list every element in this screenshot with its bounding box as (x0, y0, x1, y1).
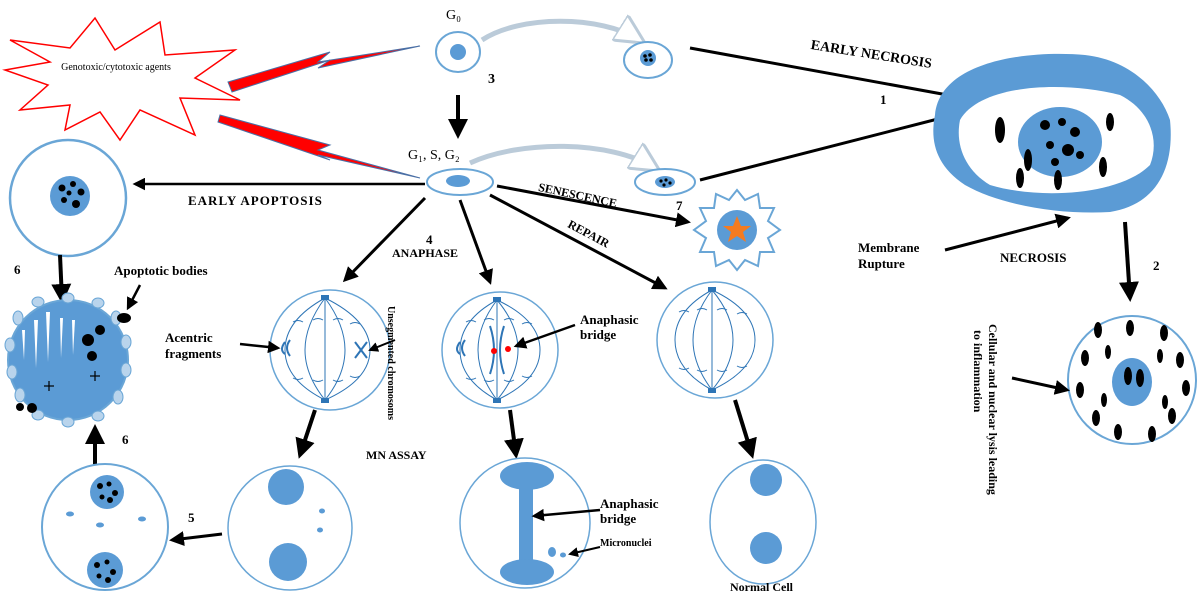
arrow-down-3 (733, 399, 757, 459)
mitotic-cell-normal (656, 281, 774, 399)
genotoxic-agents-label: Genotoxic/cytotoxic agents (61, 62, 171, 73)
arrow-unsegmented (368, 339, 396, 352)
arrow-to-mitotic-1 (342, 196, 427, 283)
arrow-apoptosis-down (51, 254, 72, 304)
number-4: 4 (426, 232, 433, 247)
necrotic-cell (933, 53, 1171, 213)
lysis-label-2: to inflammation (971, 330, 985, 413)
arrow-senescence (496, 184, 691, 228)
g1-damaged-nucleus (655, 176, 675, 188)
anaphasic-bridge-top-2: bridge (580, 327, 617, 342)
senescent-cell (692, 188, 782, 272)
number-1: 1 (880, 92, 887, 107)
arrow-to-mitotic-2 (458, 199, 493, 285)
arrow-g1-to-necrosis (699, 107, 968, 182)
membrane-label-2: Rupture (858, 256, 905, 271)
early-apoptosis-cell (8, 138, 128, 258)
number-6-bottom: 6 (122, 432, 129, 447)
arrow-acentric (239, 340, 281, 354)
arrow-necrosis-down (1118, 221, 1139, 302)
arrow-micronuclei (568, 546, 601, 558)
normal-binucleated-cell (709, 459, 817, 585)
g0-damaged-chromatin (643, 53, 653, 62)
apoptotic-bodies (16, 313, 131, 413)
lysed-cell (1067, 315, 1197, 445)
arrow-apoptotic-bodies (126, 284, 142, 311)
arrow-membrane-rupture (944, 213, 1071, 252)
early-apoptosis-label: EARLY APOPTOSIS (188, 193, 323, 208)
mn-assay-label: MN ASSAY (366, 448, 427, 462)
number-7: 7 (676, 198, 683, 213)
unsegmented-label: Unsegmented chromosoms (385, 306, 396, 420)
mitotic-cell-bridge (441, 291, 559, 409)
number-6-top: 6 (14, 262, 21, 277)
apoptotic-bodies-label: Apoptotic bodies (114, 263, 208, 278)
membrane-label-1: Membrane (858, 240, 920, 255)
arrow-down-1 (295, 409, 317, 459)
arrow-anaphasic-bridge-bottom (531, 508, 601, 522)
apoptotic-cell (4, 292, 132, 428)
genotoxic-agents-burst (2, 16, 241, 142)
arrow-lysis (1011, 376, 1070, 395)
bolt-upper (227, 45, 421, 93)
binucleated-mn-cell (227, 465, 353, 591)
arrow-repair (489, 193, 668, 290)
g0-damaged-nucleus (640, 50, 656, 66)
bolt-lower (217, 114, 421, 179)
anaphasic-bridge-bottom-1: Anaphasic (600, 496, 659, 511)
binucleate-apoptotic-cell (41, 463, 169, 591)
g1-nucleus (446, 175, 470, 187)
anaphasic-bridge-bottom-2: bridge (600, 511, 637, 526)
g1-s-g2-label: G₁, S, G₂ (408, 148, 460, 163)
g0-cycle-arrow (480, 21, 640, 40)
lysis-label-1: Cellular and nuclear lysis leading (986, 324, 1000, 495)
g1-cycle-arrow (468, 146, 655, 168)
arrow-5 (169, 531, 223, 547)
number-3: 3 (488, 72, 495, 87)
g1-damaged-chromatin (659, 178, 672, 187)
number-2: 2 (1153, 258, 1160, 273)
anaphasic-bridge-top-1: Anaphasic (580, 312, 639, 327)
g0-label: G₀ (446, 8, 461, 23)
anaphase-label: ANAPHASE (392, 246, 459, 260)
necrosis-label: NECROSIS (1000, 250, 1067, 265)
number-5: 5 (188, 510, 195, 525)
arrow-down-2 (503, 409, 524, 459)
bridged-binucleated-cell (459, 457, 591, 589)
arrow-anaphasic-bridge-top (513, 323, 576, 349)
normal-cell-label: Normal Cell (730, 580, 793, 594)
acentric-label-1: Acentric (165, 330, 213, 345)
micronuclei-label: Micronuclei (600, 538, 652, 549)
arrow-g0-to-necrosis (689, 46, 978, 106)
acentric-label-2: fragments (165, 346, 222, 361)
g0-nucleus (450, 44, 466, 60)
